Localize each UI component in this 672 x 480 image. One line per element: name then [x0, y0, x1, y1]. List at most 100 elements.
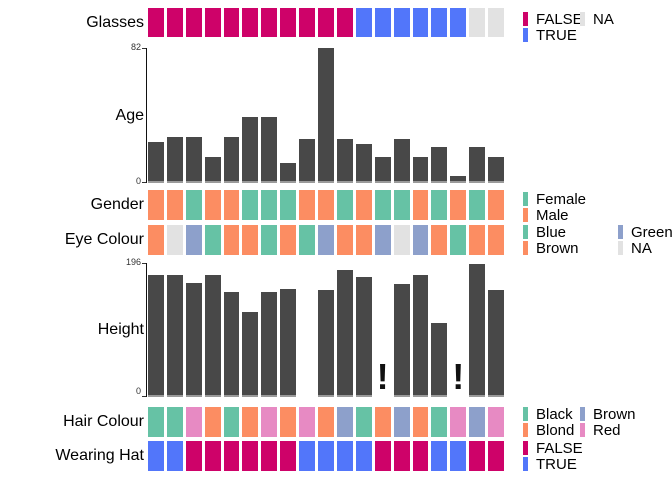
bar-cell	[185, 263, 202, 397]
tile-brown	[469, 407, 486, 437]
tile-false	[223, 441, 240, 471]
tile-blond	[318, 407, 334, 437]
bar	[393, 283, 410, 397]
bar	[204, 274, 221, 397]
tile-false	[148, 8, 164, 37]
bar-cell	[488, 48, 504, 183]
legend-swatch	[618, 225, 623, 239]
tile-true	[450, 8, 467, 37]
bar-cell	[431, 263, 448, 397]
tile-female	[374, 190, 391, 220]
tile-na	[166, 225, 183, 255]
tile-brown	[431, 225, 448, 255]
legend-entry: NA	[580, 11, 614, 28]
bar	[223, 136, 240, 183]
tile-black	[166, 407, 183, 437]
legend-entry: Blue	[523, 224, 618, 241]
age-bar-chart	[148, 48, 504, 183]
legend-label: TRUE	[536, 455, 577, 473]
bar	[450, 176, 467, 183]
bar-cell	[280, 48, 297, 183]
legend-swatch	[523, 208, 528, 222]
legend-entry: Brown	[523, 240, 618, 257]
tile-false	[318, 8, 334, 37]
bar	[488, 290, 504, 397]
bar-cell	[412, 263, 429, 397]
age-axis-max-label: 82	[130, 42, 141, 52]
bar-cell	[166, 263, 183, 397]
bar-cell	[469, 263, 486, 397]
legend-entry: FALSE	[523, 10, 583, 28]
bar	[280, 288, 297, 397]
bar-cell	[393, 48, 410, 183]
bar	[261, 117, 278, 183]
tile-na	[488, 8, 504, 37]
tile-blue	[299, 225, 316, 255]
tile-male	[166, 190, 183, 220]
legend-entry: Blond	[523, 421, 580, 439]
legend-label: FALSE	[536, 10, 583, 28]
tile-false	[299, 8, 316, 37]
tile-male	[223, 190, 240, 220]
missing-value-marker: !	[452, 356, 465, 397]
tile-false	[412, 441, 429, 471]
bar	[166, 275, 183, 397]
legend-entry: Brown	[580, 406, 636, 423]
gender-tile-strip	[148, 190, 504, 220]
tile-brown	[488, 225, 504, 255]
tile-green	[318, 225, 334, 255]
tile-blond	[242, 407, 259, 437]
bar	[336, 269, 353, 397]
legend-entry: TRUE	[523, 455, 583, 473]
tile-true	[450, 441, 467, 471]
bar	[148, 141, 164, 183]
tile-red	[488, 407, 504, 437]
tile-false	[242, 441, 259, 471]
tile-blue	[450, 225, 467, 255]
tile-brown	[242, 225, 259, 255]
bar-cell	[261, 263, 278, 397]
tile-blond	[412, 407, 429, 437]
eye-colour-tile-strip	[148, 225, 504, 255]
tile-na	[469, 8, 486, 37]
bar-cell	[336, 263, 353, 397]
legend-swatch	[580, 423, 585, 437]
bar	[374, 156, 391, 183]
tile-blue	[204, 225, 221, 255]
tile-black	[148, 407, 164, 437]
missing-value-marker: !	[376, 356, 389, 397]
bar	[412, 274, 429, 397]
tile-female	[469, 190, 486, 220]
bar	[148, 275, 164, 397]
tile-male	[148, 190, 164, 220]
tile-brown	[336, 407, 353, 437]
legend-entry: Red	[580, 421, 636, 439]
bar-cell	[355, 263, 372, 397]
tile-false	[261, 441, 278, 471]
tile-blond	[204, 407, 221, 437]
legend-column: NA	[580, 11, 614, 43]
legend-label: Green	[631, 223, 672, 241]
legend-label: Red	[593, 421, 621, 439]
row-label-age: Age	[115, 106, 144, 124]
legend-entry: Male	[523, 207, 586, 224]
bar-cell	[374, 48, 391, 183]
legend-label: TRUE	[536, 26, 577, 44]
tile-false	[223, 8, 240, 37]
bar	[299, 138, 316, 183]
legend-swatch	[523, 241, 528, 255]
tile-female	[242, 190, 259, 220]
tile-false	[242, 8, 259, 37]
wearing-hat-tile-strip	[148, 441, 504, 471]
legend-swatch	[523, 192, 528, 206]
legend-label: Blond	[536, 421, 575, 439]
legend-swatch	[523, 28, 528, 42]
